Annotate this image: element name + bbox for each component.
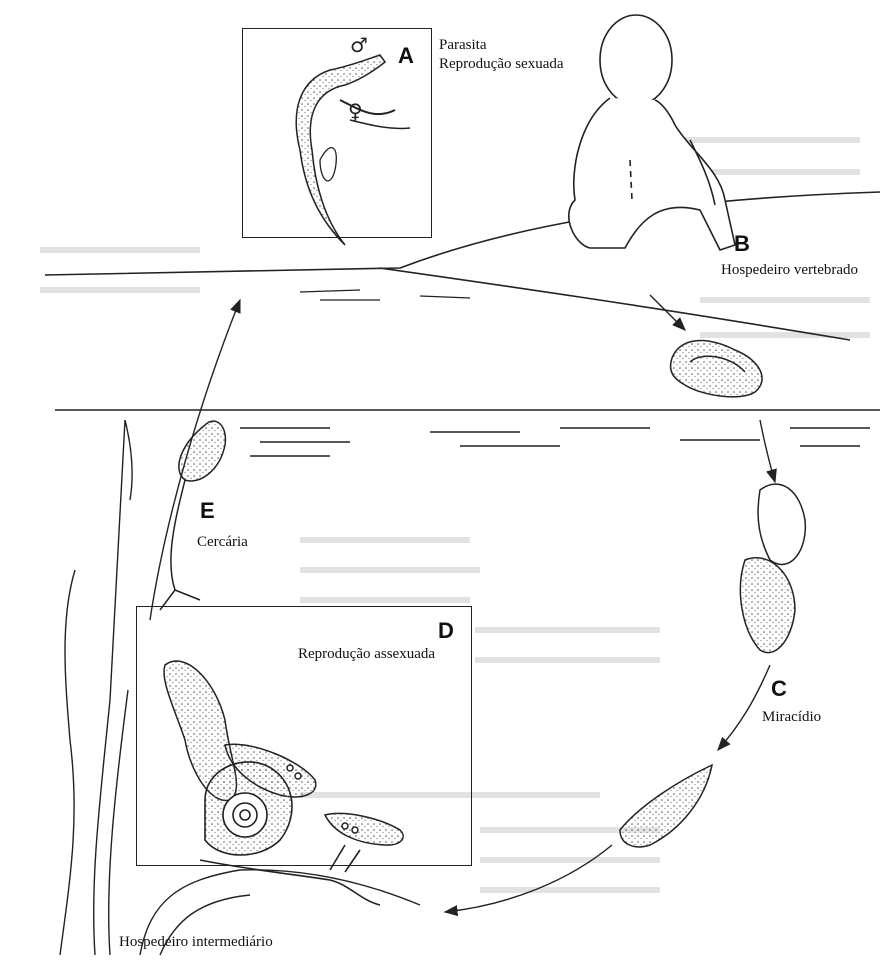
child-figure [569,15,735,250]
label-cercaria: Cercária [197,532,248,552]
label-hospedeiro-vertebrado: Hospedeiro vertebrado [721,260,858,280]
egg-illustration [671,341,763,397]
label-reproducao-assexuada: Reprodução assexuada [298,644,435,664]
water-surface [55,410,880,456]
label-hospedeiro-intermediario: Hospedeiro intermediário [119,932,273,952]
label-letter-d: D [438,619,454,643]
label-letter-a: A [398,44,414,68]
cercaria-illustration [160,421,225,610]
label-letter-c: C [771,677,787,701]
label-miracidio: Miracídio [762,707,821,727]
label-letter-e: E [200,499,215,523]
label-letter-b: B [734,232,750,256]
label-parasita: Parasita [439,35,486,55]
label-reproducao-sexuada: Reprodução sexuada [439,54,564,74]
miracidium-illustration [620,484,805,847]
